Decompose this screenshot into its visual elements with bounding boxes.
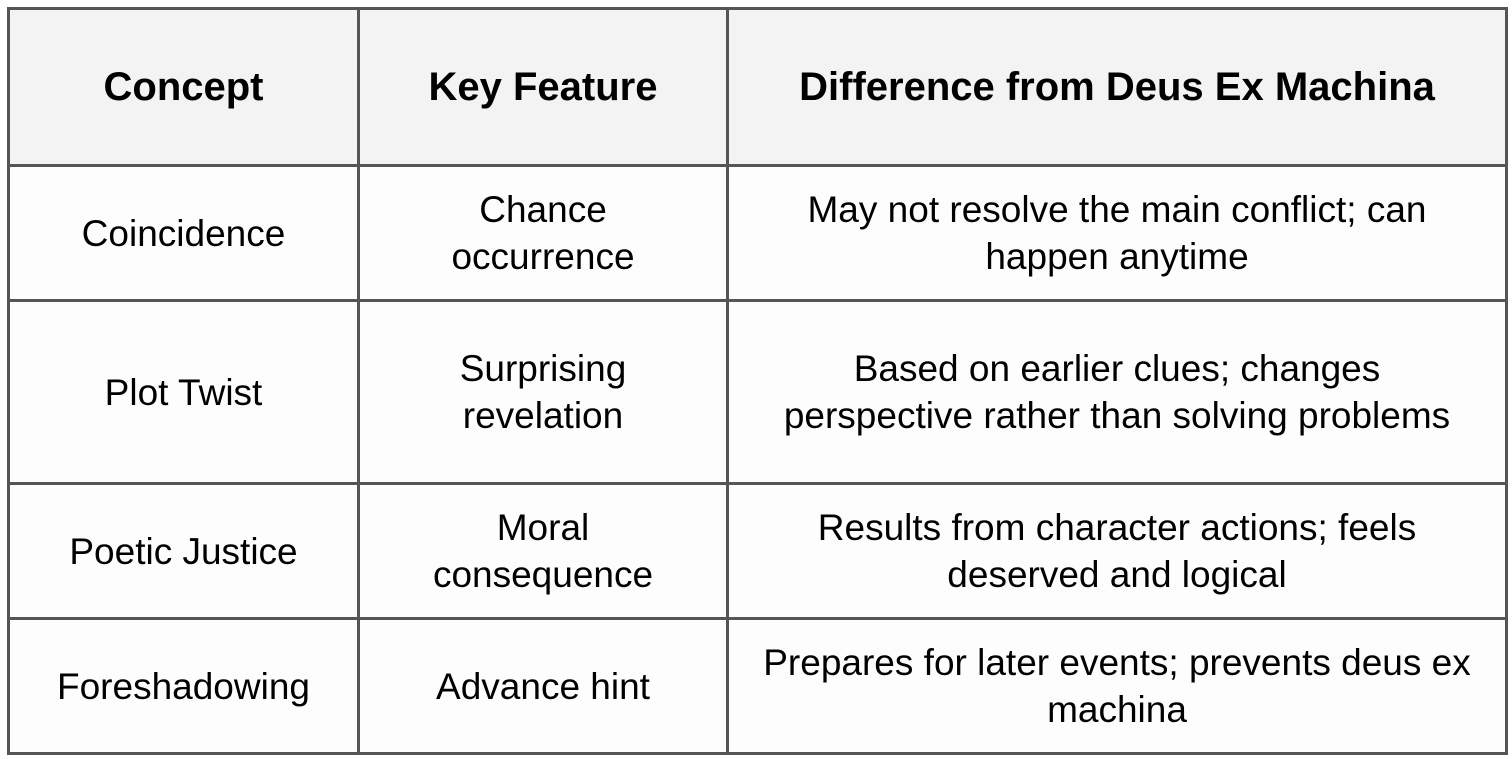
cell-difference: Prepares for later events; prevents deus… <box>726 617 1508 755</box>
table-row: Foreshadowing Advance hint Prepares for … <box>7 617 1508 755</box>
cell-difference: Based on earlier clues; changes perspect… <box>726 299 1508 485</box>
cell-concept: Plot Twist <box>7 299 360 485</box>
cell-difference: Results from character actions; feels de… <box>726 482 1508 620</box>
header-difference: Difference from Deus Ex Machina <box>726 7 1508 167</box>
cell-concept: Foreshadowing <box>7 617 360 755</box>
cell-concept: Coincidence <box>7 164 360 302</box>
cell-concept: Poetic Justice <box>7 482 360 620</box>
cell-difference: May not resolve the main conflict; can h… <box>726 164 1508 302</box>
table-row: Poetic Justice Moral consequence Results… <box>7 482 1508 620</box>
comparison-table: Concept Key Feature Difference from Deus… <box>7 7 1508 755</box>
table-row: Plot Twist Surprising revelation Based o… <box>7 299 1508 485</box>
cell-key-feature: Moral consequence <box>357 482 729 620</box>
comparison-table-container: Concept Key Feature Difference from Deus… <box>7 7 1508 755</box>
header-concept: Concept <box>7 7 360 167</box>
cell-key-feature: Advance hint <box>357 617 729 755</box>
cell-key-feature: Surprising revelation <box>357 299 729 485</box>
cell-key-feature: Chance occurrence <box>357 164 729 302</box>
header-key-feature: Key Feature <box>357 7 729 167</box>
table-row: Coincidence Chance occurrence May not re… <box>7 164 1508 302</box>
table-header-row: Concept Key Feature Difference from Deus… <box>7 7 1508 167</box>
